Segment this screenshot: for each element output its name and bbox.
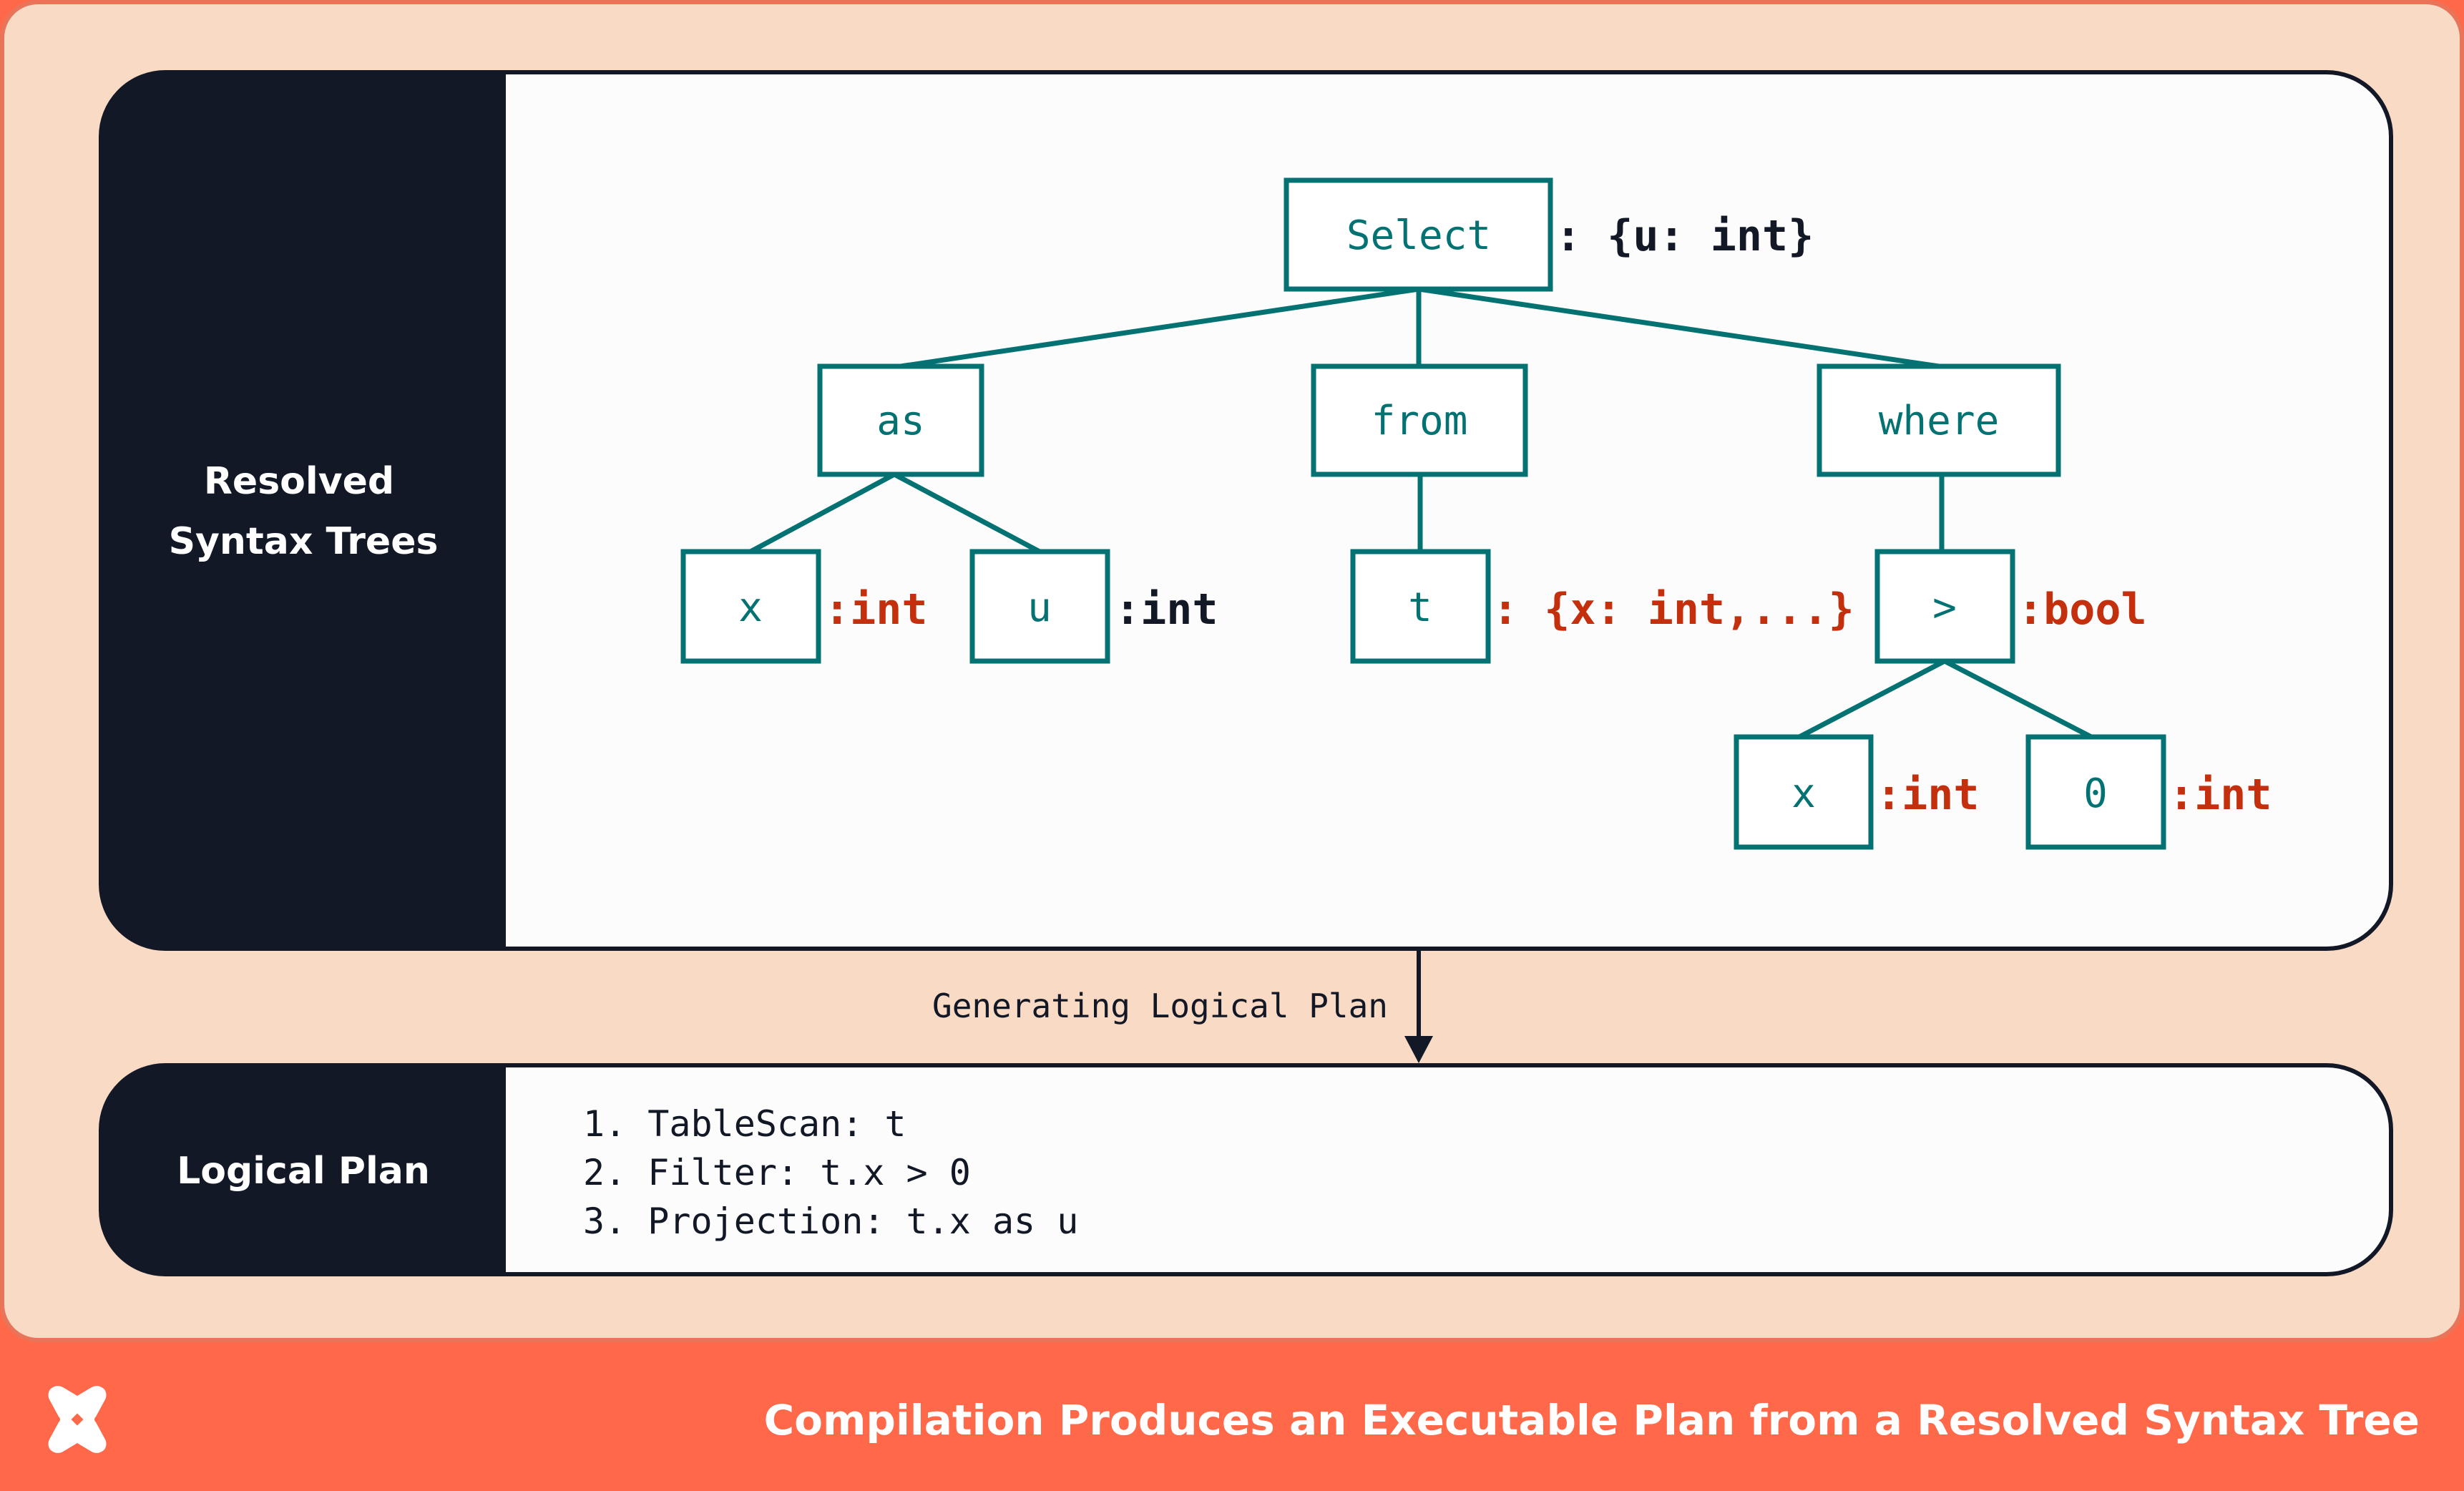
panel-header-dark <box>101 1065 506 1274</box>
type-annotation: :int <box>2169 770 2272 820</box>
type-annotation: :int <box>1876 770 1980 820</box>
node-label: from <box>1372 398 1468 444</box>
node-gt-zero: 0 <box>2025 734 2166 850</box>
node-as: as <box>817 363 984 477</box>
edge-gt-x <box>1798 658 1946 740</box>
node-label: > <box>1932 585 1957 631</box>
resolved-syntax-trees-panel: Resolved Syntax Trees Select : {u: int} … <box>99 70 2393 951</box>
panel-header-dark <box>101 72 506 949</box>
node-select: Select <box>1284 177 1553 292</box>
panel-label: Logical Plan <box>177 1150 430 1193</box>
edge-gt-0 <box>1943 658 2093 740</box>
node-label: as <box>876 398 924 444</box>
arrow-label: Generating Logical Plan <box>932 987 1388 1025</box>
node-label: 0 <box>2083 771 2108 817</box>
edge-select-as <box>900 286 1419 369</box>
panel-label-line2: Syntax Trees <box>169 520 439 563</box>
edge-as-u <box>893 471 1041 554</box>
generating-plan-arrow: Generating Logical Plan <box>932 949 1433 1063</box>
node-from: from <box>1311 363 1528 477</box>
edge-select-where <box>1418 286 1940 369</box>
node-label: t <box>1408 585 1432 631</box>
type-annotation: :bool <box>2018 585 2147 635</box>
node-as-u: u <box>969 549 1110 664</box>
dbt-logo-icon <box>48 1386 107 1453</box>
edge-as-x <box>749 471 896 554</box>
type-annotation: :int <box>824 585 928 635</box>
type-annotation: : {x: int,...} <box>1492 585 1854 635</box>
node-label: u <box>1027 585 1052 631</box>
node-where: where <box>1817 363 2061 477</box>
node-t: t <box>1350 549 1491 664</box>
node-greater-than: > <box>1874 549 2015 664</box>
type-annotation: : {u: int} <box>1555 211 1814 261</box>
node-label: where <box>1879 398 2000 444</box>
footer-caption: Compilation Produces an Executable Plan … <box>764 1396 2420 1444</box>
panel-label-line1: Resolved <box>204 460 394 503</box>
plan-step: 3. Projection: t.x as u <box>583 1201 1078 1242</box>
node-as-x: x <box>680 549 821 664</box>
type-annotation: :int <box>1115 585 1218 635</box>
arrow-head-icon <box>1404 1036 1433 1063</box>
tree-edges <box>749 286 2093 740</box>
plan-step: 2. Filter: t.x > 0 <box>583 1152 971 1193</box>
plan-step: 1. TableScan: t <box>583 1103 906 1145</box>
node-label: Select <box>1346 212 1491 259</box>
node-gt-x: x <box>1734 734 1874 850</box>
node-label: x <box>738 585 763 631</box>
logical-plan-panel: Logical Plan 1. TableScan: t 2. Filter: … <box>99 1063 2393 1276</box>
node-label: x <box>1791 771 1816 817</box>
